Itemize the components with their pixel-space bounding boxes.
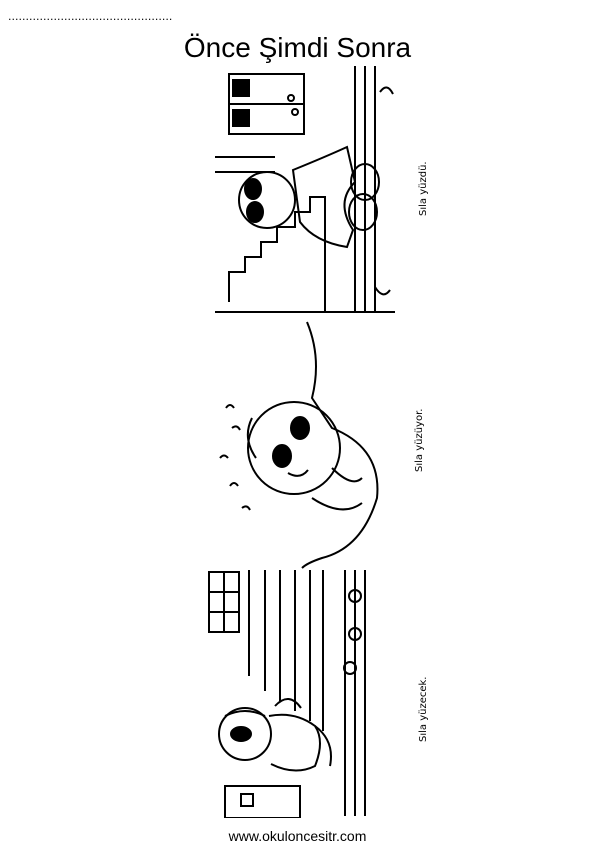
caption-future: Sıla yüzecek.	[418, 676, 429, 743]
panel-future	[205, 566, 395, 818]
name-line: ........................................…	[8, 10, 173, 23]
page-title: Önce Şimdi Sonra	[183, 32, 412, 63]
illustration-swimming	[219, 321, 379, 569]
footer-url[interactable]: www.okuloncesitr.com	[228, 828, 367, 844]
panel-present	[212, 318, 402, 570]
caption-past: Sıla yüzdü.	[418, 161, 429, 216]
panel-past	[215, 62, 405, 314]
illustration-after-swim	[215, 66, 395, 313]
caption-present: Sıla yüzüyor.	[414, 408, 425, 472]
illustration-before-swim	[208, 570, 366, 818]
